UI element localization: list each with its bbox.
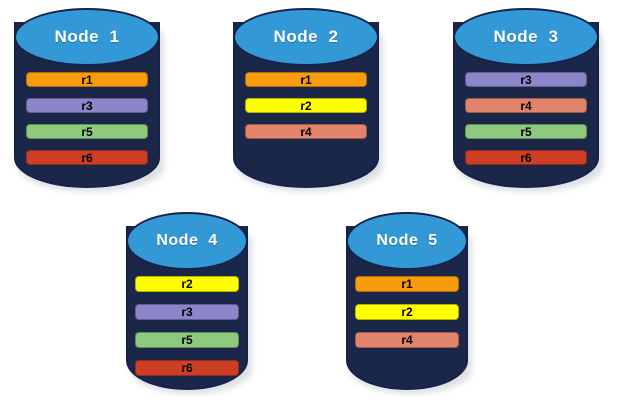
record-bar[interactable]: r2 xyxy=(354,304,460,320)
record-bar[interactable]: r2 xyxy=(134,276,240,292)
record-list: r3 r4 r5 r6 xyxy=(453,66,599,176)
record-bar[interactable]: r4 xyxy=(354,332,460,348)
cylinder-top-ellipse xyxy=(346,212,468,270)
record-bar[interactable]: r1 xyxy=(25,72,149,87)
record-bar[interactable]: r6 xyxy=(134,360,240,376)
record-list: r1 r3 r5 r6 xyxy=(14,66,160,176)
record-bar[interactable]: r6 xyxy=(464,150,588,165)
record-bar[interactable]: r2 xyxy=(244,98,368,113)
record-bar[interactable]: r3 xyxy=(25,98,149,113)
record-bar[interactable]: r4 xyxy=(244,124,368,139)
record-bar[interactable]: r6 xyxy=(25,150,149,165)
record-bar[interactable]: r5 xyxy=(134,332,240,348)
record-list: r2 r3 r5 r6 xyxy=(126,270,248,388)
record-bar[interactable]: r5 xyxy=(25,124,149,139)
record-bar[interactable]: r5 xyxy=(464,124,588,139)
record-bar[interactable]: r3 xyxy=(464,72,588,87)
record-bar[interactable]: r1 xyxy=(244,72,368,87)
cylinder-top-ellipse xyxy=(233,8,379,66)
record-list: r1 r2 r4 xyxy=(233,66,379,150)
record-list: r1 r2 r4 xyxy=(346,270,468,360)
cylinder-top-ellipse xyxy=(14,8,160,66)
record-bar[interactable]: r1 xyxy=(354,276,460,292)
record-bar[interactable]: r3 xyxy=(134,304,240,320)
record-bar[interactable]: r4 xyxy=(464,98,588,113)
cylinder-top-ellipse xyxy=(453,8,599,66)
cylinder-top-ellipse xyxy=(126,212,248,270)
